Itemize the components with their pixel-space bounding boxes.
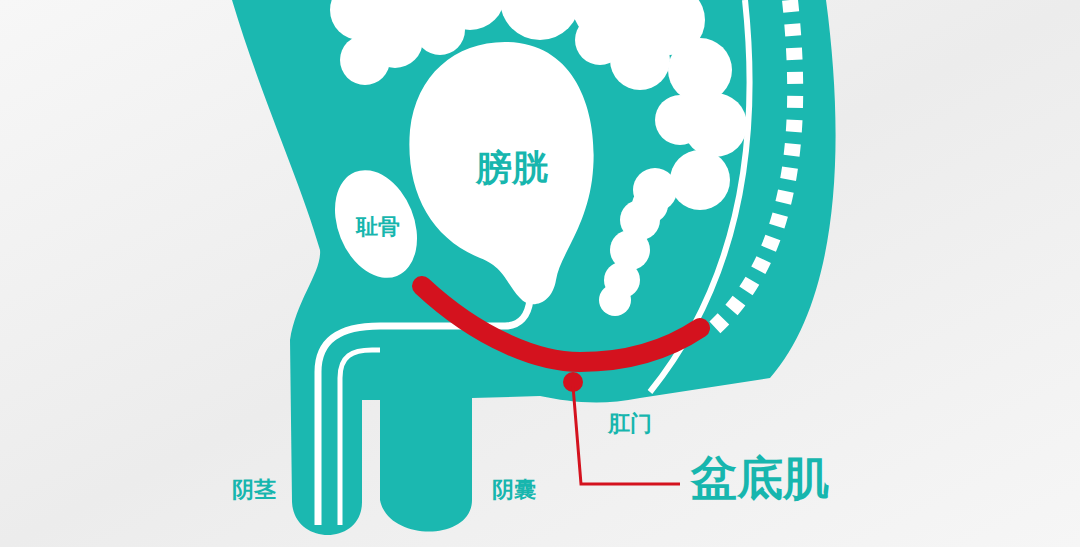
part-label: 盆底肌 <box>691 455 829 501</box>
pelvic-floor-muscle <box>422 286 700 362</box>
penis-outline <box>340 350 380 525</box>
bladder <box>409 42 593 304</box>
part-label: 阴囊 <box>492 479 536 501</box>
leader-line <box>573 386 680 484</box>
body-section <box>232 0 836 535</box>
part-label: 肛门 <box>608 413 652 435</box>
rectum <box>599 168 677 316</box>
part-label: 阴茎 <box>232 479 276 501</box>
part-label: 膀胱 <box>476 150 548 186</box>
pubic-bone <box>320 158 432 290</box>
part-label: 耻骨 <box>356 216 400 238</box>
